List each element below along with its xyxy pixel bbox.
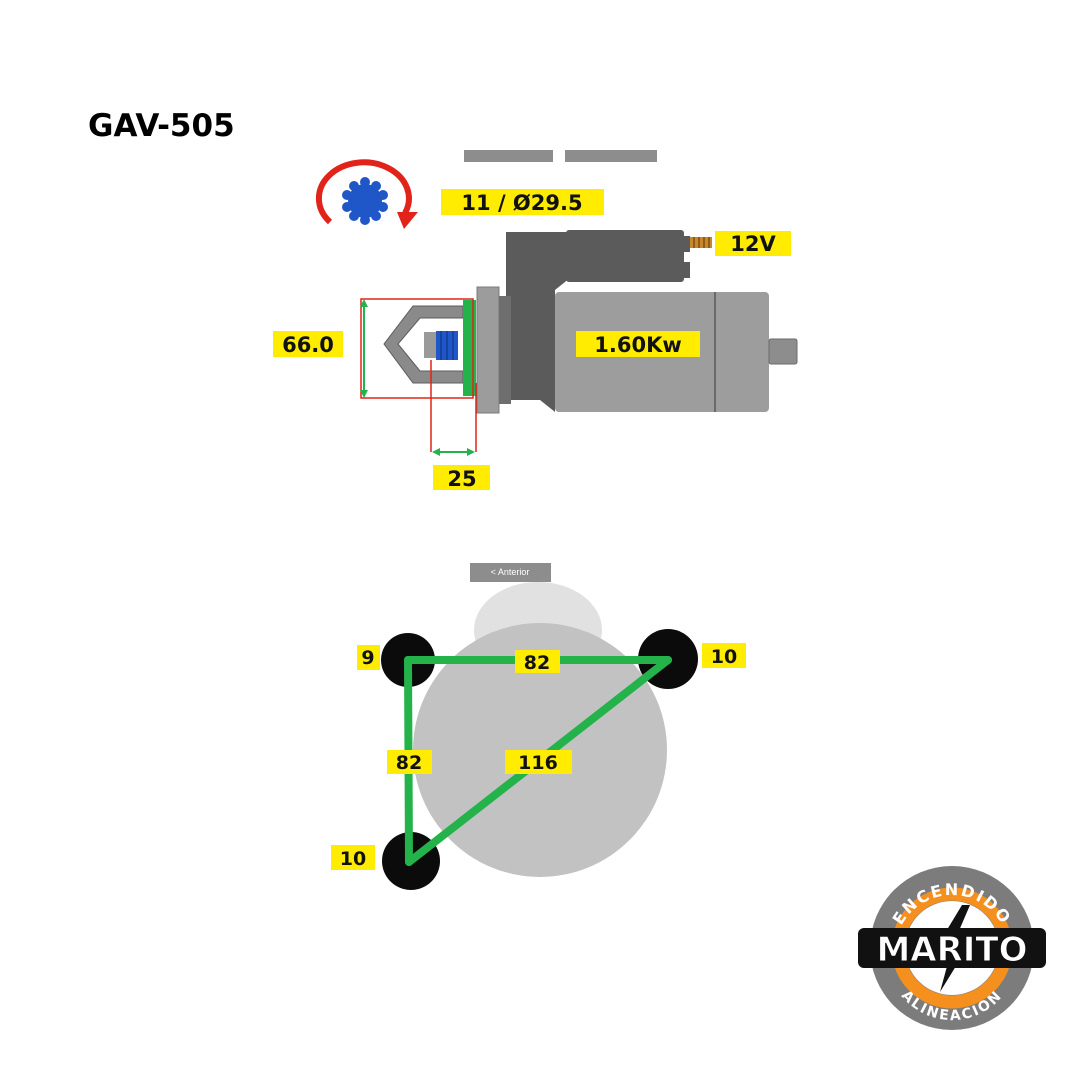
hole-size-top-right: 10 [711, 646, 737, 668]
power-label: 1.60Kw [594, 333, 682, 357]
hole-size-bottom-left-bg [331, 845, 375, 870]
rotation-arrow-icon [315, 159, 418, 229]
voltage-bg [715, 231, 791, 256]
solenoid [566, 230, 712, 282]
flange-diameter-bg [273, 331, 343, 357]
voltage-label: 12V [730, 232, 776, 256]
distance-left-bg [387, 750, 432, 774]
hole-size-top-left: 9 [361, 647, 374, 669]
gear-spec-label: 11 / Ø29.5 [461, 191, 582, 215]
distance-diagonal-bg [505, 750, 572, 774]
product-code: GAV-505 [88, 108, 235, 144]
anterior-button[interactable] [470, 563, 551, 582]
marito-logo: ENCENDIDO ALINEACION MARITO [858, 866, 1046, 1030]
distance-top-label: 82 [524, 652, 550, 674]
gear-spec-bg [441, 189, 604, 215]
next-button-faint[interactable] [565, 150, 657, 162]
starter-housing [476, 232, 570, 414]
drive-end [383, 300, 476, 396]
distance-left-label: 82 [396, 752, 422, 774]
anterior-button-label: < Anterior [491, 567, 530, 577]
hole-size-bottom-left: 10 [340, 848, 366, 870]
logo-brand: MARITO [876, 930, 1027, 970]
gear-icon [342, 177, 388, 225]
pinion-offset-label: 25 [447, 467, 476, 491]
distance-diagonal-label: 116 [518, 752, 558, 774]
dimension-flange [360, 298, 474, 399]
hole-size-top-right-bg [702, 643, 746, 668]
hole-size-top-left-bg [357, 645, 380, 670]
prev-button-faint[interactable] [464, 150, 553, 162]
pinion-offset-bg [433, 465, 490, 490]
distance-top-bg [515, 650, 560, 673]
power-bg [576, 331, 700, 357]
dimension-pinion-offset [430, 360, 477, 456]
flange-diameter-label: 66.0 [282, 333, 334, 357]
